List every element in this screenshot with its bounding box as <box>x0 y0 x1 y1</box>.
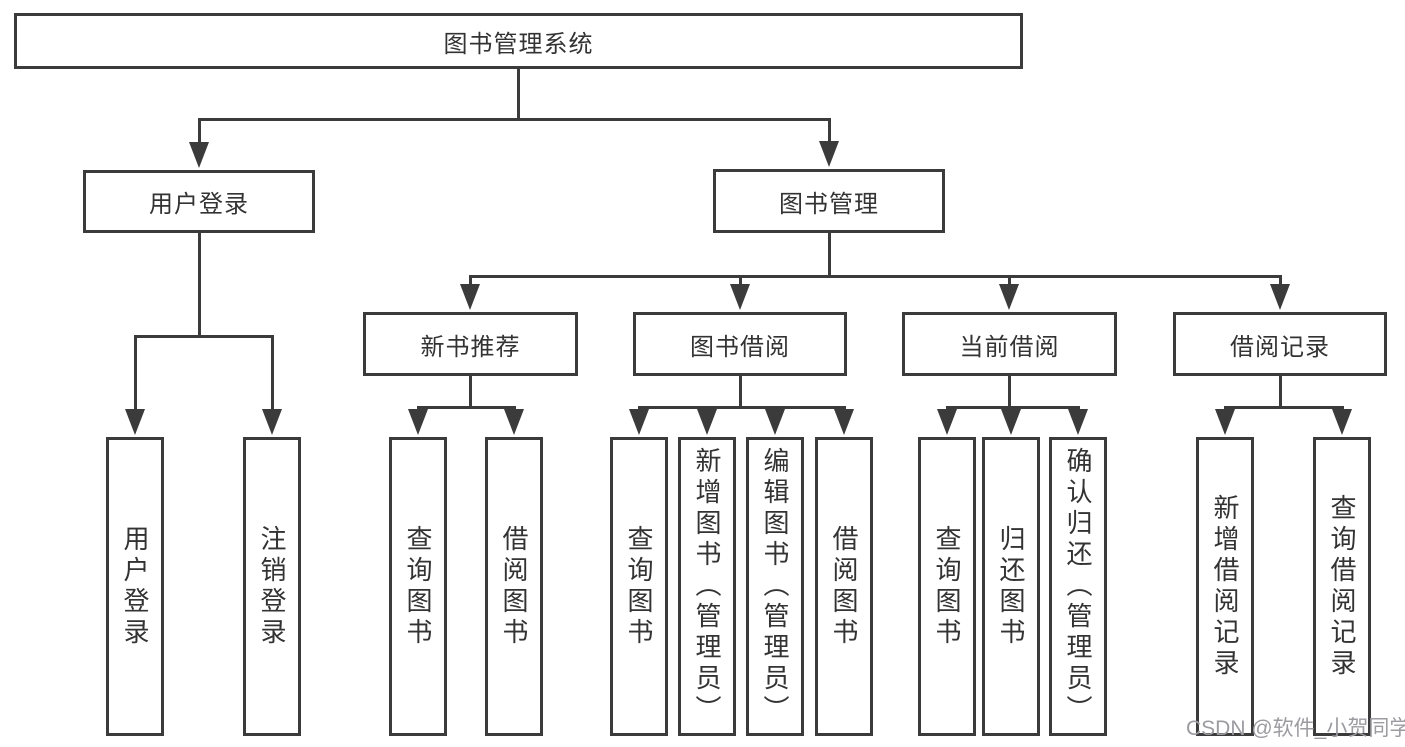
leaf-borrow-books-1: 借阅图书 <box>485 437 543 736</box>
arrow-down-icon <box>189 142 209 168</box>
connector-l3-drop <box>739 275 742 287</box>
arrow-down-icon <box>1332 409 1352 435</box>
node-new-book-recommend: 新书推荐 <box>363 312 578 376</box>
arrow-down-icon <box>262 409 282 435</box>
leaf-query-books-1-label: 查询图书 <box>403 524 433 649</box>
leaf-query-books-2: 查询图书 <box>610 437 668 736</box>
leaf-user-login-label: 用户登录 <box>120 524 150 649</box>
connector-l3-stem <box>469 376 472 406</box>
connector-book-mgmt-branch <box>469 275 1282 278</box>
leaf-return-books: 归还图书 <box>982 437 1040 736</box>
arrow-down-icon <box>1001 409 1021 435</box>
connector-book-mgmt-stem <box>828 233 831 275</box>
node-borrowing-records-label: 借阅记录 <box>1230 333 1330 361</box>
leaf-add-books-admin: 新增图书（管理员） <box>678 437 736 736</box>
connector-l3-branch <box>417 406 516 409</box>
node-book-borrowing-label: 图书借阅 <box>690 333 790 361</box>
leaf-add-borrow-record-label: 新增借阅记录 <box>1210 493 1240 680</box>
leaf-add-borrow-record: 新增借阅记录 <box>1196 437 1254 736</box>
connector-l3-branch <box>946 406 1080 409</box>
connector-leaf-drop <box>134 335 137 413</box>
connector-leaf-drop <box>271 335 274 413</box>
arrow-down-icon <box>1068 409 1088 435</box>
leaf-borrow-books-2: 借阅图书 <box>815 437 873 736</box>
leaf-add-books-admin-label: 新增图书（管理员） <box>692 447 722 726</box>
leaf-query-books-1: 查询图书 <box>389 437 447 736</box>
arrow-down-icon <box>504 409 524 435</box>
node-new-book-recommend-label: 新书推荐 <box>420 333 521 361</box>
arrow-down-icon <box>937 409 957 435</box>
leaf-query-borrow-record-label: 查询借阅记录 <box>1327 493 1357 680</box>
connector-l3-drop <box>1279 275 1282 287</box>
leaf-logout: 注销登录 <box>243 437 301 736</box>
connector-root-stem <box>517 69 520 118</box>
node-current-borrowing: 当前借阅 <box>902 312 1117 376</box>
arrow-down-icon <box>999 284 1019 310</box>
node-book-management-system-label: 图书管理系统 <box>443 30 594 58</box>
leaf-confirm-return-admin: 确认归还（管理员） <box>1049 437 1107 736</box>
arrow-down-icon <box>834 409 854 435</box>
node-book-management-system: 图书管理系统 <box>14 13 1023 69</box>
leaf-logout-label: 注销登录 <box>257 524 287 649</box>
connector-l3-branch <box>1224 406 1344 409</box>
leaf-query-books-3-label: 查询图书 <box>932 524 962 649</box>
connector-l3-drop <box>1008 275 1011 287</box>
arrow-down-icon <box>629 409 649 435</box>
arrow-down-icon <box>408 409 428 435</box>
connector-user-login-stem <box>198 233 201 335</box>
leaf-query-books-2-label: 查询图书 <box>624 524 654 649</box>
arrow-down-icon <box>730 284 750 310</box>
connector-l3-stem <box>1008 376 1011 406</box>
connector-l3-stem <box>739 376 742 406</box>
node-current-borrowing-label: 当前借阅 <box>959 333 1060 361</box>
arrow-down-icon <box>697 409 717 435</box>
arrow-down-icon <box>460 284 480 310</box>
node-borrowing-records: 借阅记录 <box>1173 312 1387 376</box>
csdn-watermark: CSDN @软件_小贺同学 <box>1186 717 1405 740</box>
leaf-confirm-return-admin-label: 确认归还（管理员） <box>1063 447 1093 726</box>
leaf-return-books-label: 归还图书 <box>996 524 1026 649</box>
arrow-down-icon <box>819 141 839 167</box>
connector-l3-drop <box>469 275 472 287</box>
node-user-login: 用户登录 <box>83 170 315 233</box>
connector-user-login-drop <box>198 118 201 145</box>
node-book-management: 图书管理 <box>713 169 945 233</box>
arrow-down-icon <box>125 409 145 435</box>
node-book-management-label: 图书管理 <box>779 190 879 218</box>
connector-user-login-branch <box>134 335 274 338</box>
connector-l3-branch <box>638 406 846 409</box>
node-user-login-label: 用户登录 <box>149 191 249 218</box>
leaf-user-login: 用户登录 <box>106 437 164 736</box>
leaf-edit-books-admin: 编辑图书（管理员） <box>746 437 804 736</box>
leaf-query-borrow-record: 查询借阅记录 <box>1313 437 1371 736</box>
arrow-down-icon <box>1215 409 1235 435</box>
leaf-query-books-3: 查询图书 <box>918 437 976 736</box>
connector-book-mgmt-drop <box>828 118 831 145</box>
connector-l3-stem <box>1279 376 1282 406</box>
node-book-borrowing: 图书借阅 <box>633 312 847 376</box>
arrow-down-icon <box>765 409 785 435</box>
leaf-borrow-books-1-label: 借阅图书 <box>499 524 529 649</box>
connector-root-branch <box>198 118 831 121</box>
leaf-borrow-books-2-label: 借阅图书 <box>829 524 859 649</box>
leaf-edit-books-admin-label: 编辑图书（管理员） <box>760 447 790 726</box>
arrow-down-icon <box>1270 284 1290 310</box>
